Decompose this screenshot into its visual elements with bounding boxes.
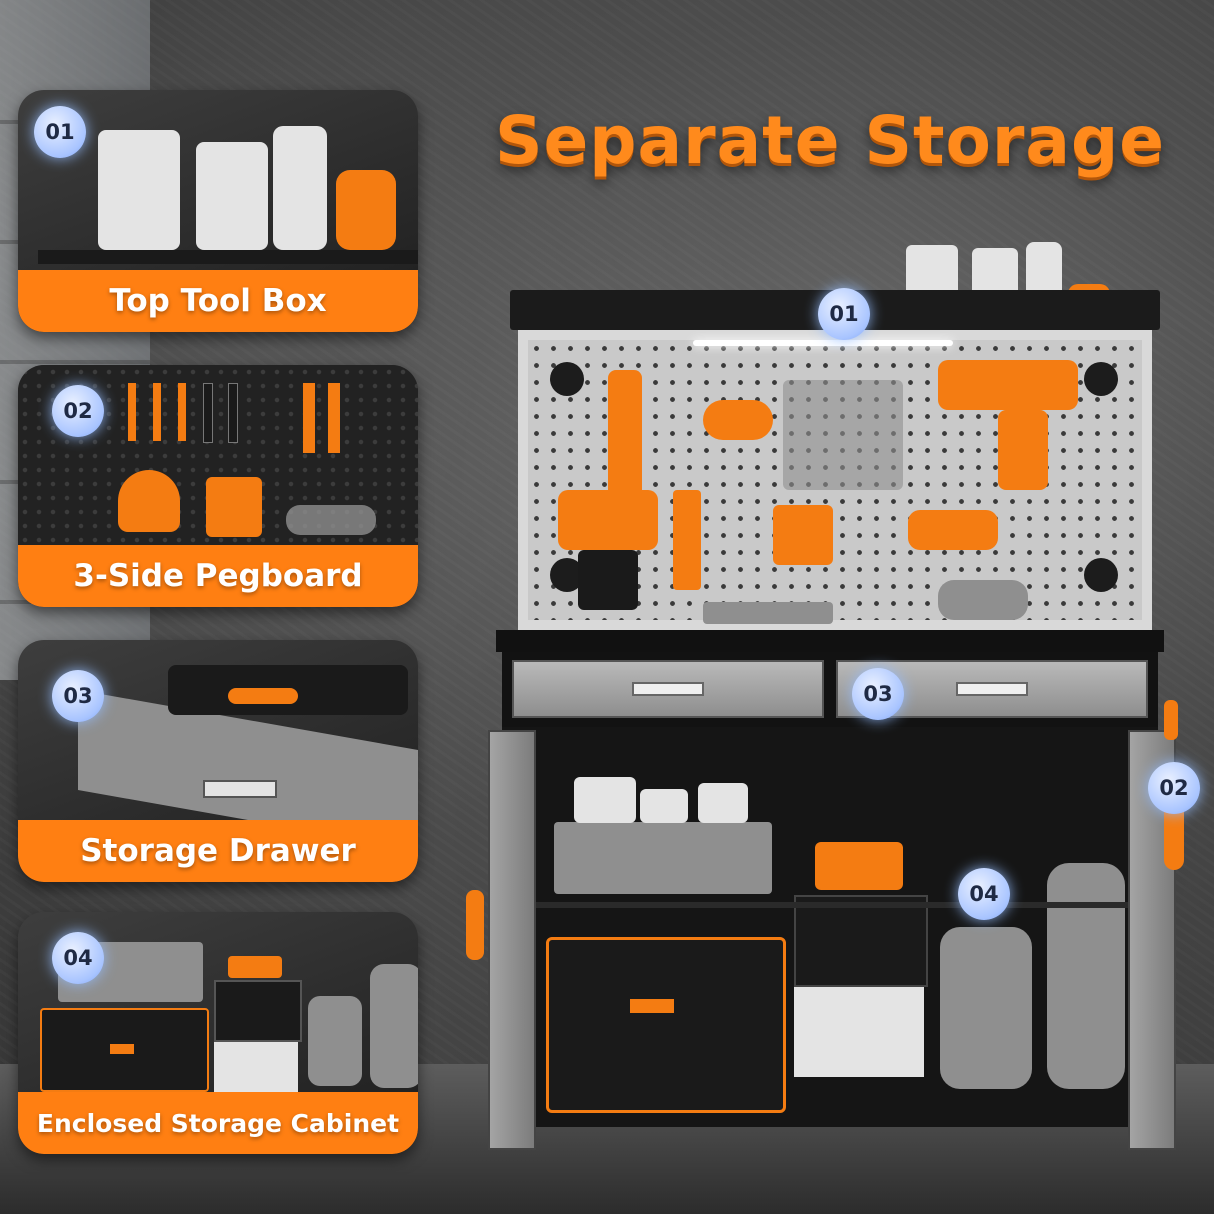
- feature-card-pegboard: 02 3-Side Pegboard: [18, 365, 418, 607]
- pegboard-panel: [518, 330, 1152, 630]
- feature-number-badge: 02: [52, 385, 104, 437]
- drawer-handle: [956, 682, 1028, 696]
- feature-label-bar: Enclosed Storage Cabinet: [18, 1092, 418, 1154]
- drawer-handle: [632, 682, 704, 696]
- led-light-strip: [693, 340, 953, 346]
- feature-number-badge: 03: [52, 670, 104, 722]
- feature-label: Storage Drawer: [80, 833, 356, 869]
- feature-card-cabinet: 04 Enclosed Storage Cabinet: [18, 912, 418, 1154]
- feature-label-bar: Top Tool Box: [18, 270, 418, 332]
- storage-drawer-image: [18, 640, 418, 850]
- callout-badge-pegboard: 02: [1148, 762, 1200, 814]
- left-cabinet-door: [488, 730, 536, 1150]
- worktop: [496, 630, 1164, 652]
- feature-number-badge: 04: [52, 932, 104, 984]
- top-tool-box-image: [18, 90, 418, 270]
- callout-badge-cabinet: 04: [958, 868, 1010, 920]
- feature-card-drawer: 03 Storage Drawer: [18, 640, 418, 882]
- feature-label: Top Tool Box: [109, 283, 327, 319]
- feature-label: 3-Side Pegboard: [73, 558, 363, 594]
- workbench-illustration: [466, 242, 1188, 1170]
- cabinet-shelf: [532, 902, 1128, 908]
- headline: Separate Storage: [495, 102, 1165, 179]
- cabinet-interior: [502, 727, 1158, 1127]
- feature-label-bar: 3-Side Pegboard: [18, 545, 418, 607]
- left-drawer: [512, 660, 824, 718]
- feature-label: Enclosed Storage Cabinet: [36, 1108, 400, 1138]
- callout-badge-drawer: 03: [852, 668, 904, 720]
- callout-badge-top-tool-box: 01: [818, 288, 870, 340]
- feature-card-top-tool-box: 01 Top Tool Box: [18, 90, 418, 332]
- feature-label-bar: Storage Drawer: [18, 820, 418, 882]
- feature-number-badge: 01: [34, 106, 86, 158]
- drawer-row: [502, 652, 1158, 727]
